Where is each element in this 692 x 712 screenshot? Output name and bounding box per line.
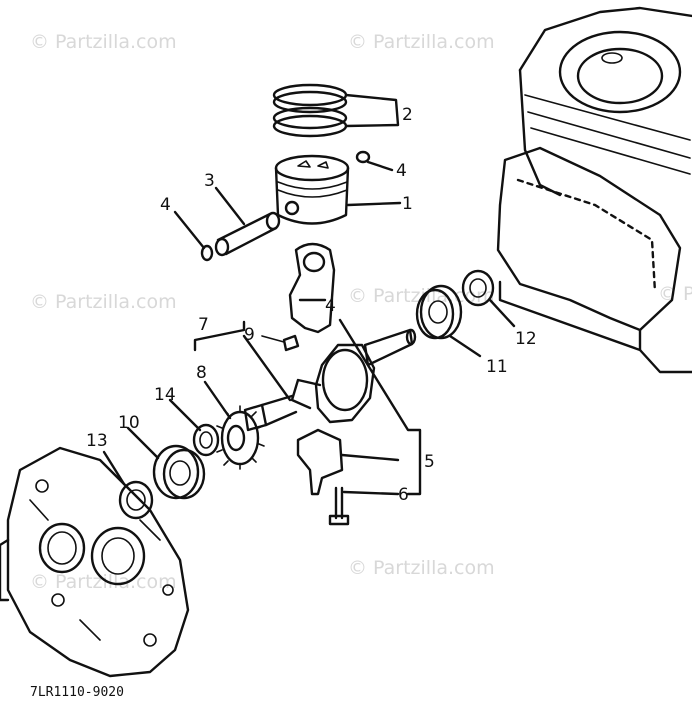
- watermark-mid-center: © Partzilla.com: [348, 285, 495, 307]
- crankshaft: [243, 328, 417, 432]
- piston-rings: [272, 83, 400, 138]
- callout-3: 3: [204, 171, 215, 191]
- watermark-bottom-left: © Partzilla.com: [30, 571, 177, 593]
- piston: [274, 154, 402, 225]
- woodruff-key: [261, 334, 300, 352]
- watermark-top-left: © Partzilla.com: [30, 31, 177, 53]
- callout-14: 14: [154, 385, 176, 405]
- callout-12: 12: [515, 329, 537, 349]
- callout-5: 5: [424, 452, 435, 472]
- bearing-left: [126, 426, 206, 500]
- rod-bolts: [328, 486, 400, 526]
- callout-13: 13: [86, 431, 108, 451]
- callout-7: 7: [198, 315, 209, 335]
- bearing-right: [415, 284, 482, 358]
- callout-10: 10: [118, 413, 140, 433]
- callout-8: 8: [196, 363, 207, 383]
- watermark-mid-right: © Partzilla.com: [658, 283, 692, 305]
- callouts: 2 3 4 4 1 4 7 9 12 11 8 14 10 13 5 6: [86, 105, 537, 505]
- circlips: [173, 150, 394, 262]
- bracket-5-6: [338, 318, 422, 496]
- oil-seal-right: [461, 269, 516, 328]
- crankcase-cover: [0, 446, 190, 678]
- cylinder-block: [496, 6, 692, 374]
- callout-1: 1: [402, 194, 413, 214]
- watermark-mid-left: © Partzilla.com: [30, 291, 177, 313]
- bracket-7-9: [193, 320, 292, 402]
- callout-11: 11: [486, 357, 508, 377]
- oil-seal-left: [102, 450, 154, 520]
- callout-4-rod: 4: [325, 296, 336, 316]
- watermark-bottom-right: © Partzilla.com: [348, 557, 495, 579]
- callout-2: 2: [402, 105, 413, 125]
- watermark-top-right: © Partzilla.com: [348, 31, 495, 53]
- rod-cap: [296, 428, 400, 496]
- callout-9: 9: [244, 325, 255, 345]
- part-code: 7LR1110-9020: [30, 685, 124, 700]
- callout-4-right: 4: [396, 161, 407, 181]
- callout-6: 6: [398, 485, 409, 505]
- crank-gear: [203, 380, 265, 470]
- watermarks: © Partzilla.com © Partzilla.com © Partzi…: [30, 31, 692, 593]
- piston-pin: [214, 186, 281, 257]
- thrust-washer: [168, 398, 220, 457]
- callout-4-left: 4: [160, 195, 171, 215]
- connecting-rod: [288, 242, 336, 334]
